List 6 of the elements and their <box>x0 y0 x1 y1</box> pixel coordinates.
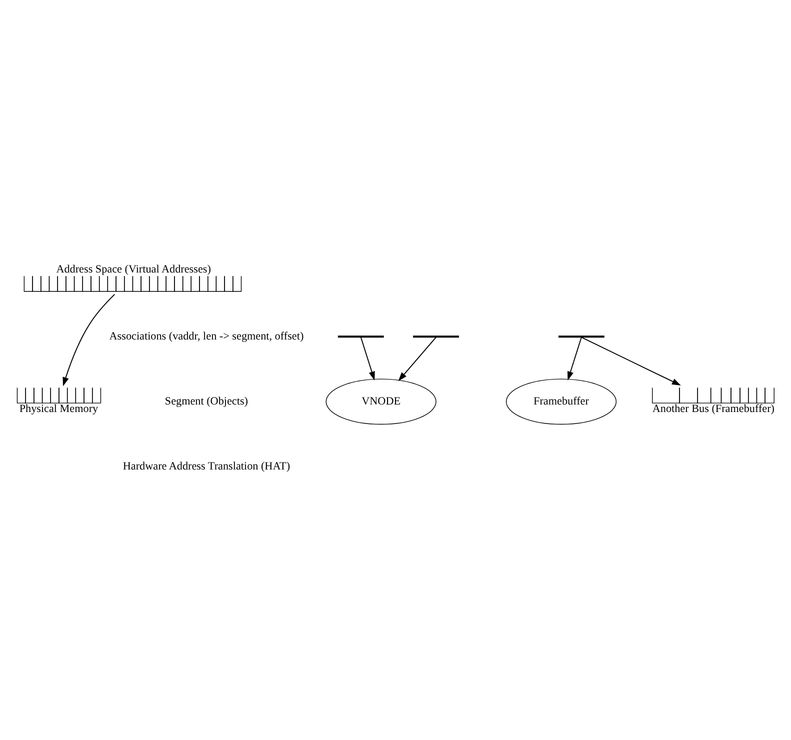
label: Hardware Address Translation (HAT) <box>122 460 290 472</box>
label: Segment (Objects) <box>164 395 248 408</box>
label: Associations (vaddr, len -> segment, offset) <box>109 330 304 342</box>
node-text: Address Space (Virtual Addresses) <box>56 263 211 276</box>
node-text: Physical Memory <box>19 402 98 415</box>
node-text: Another Bus (Framebuffer) <box>652 402 775 415</box>
